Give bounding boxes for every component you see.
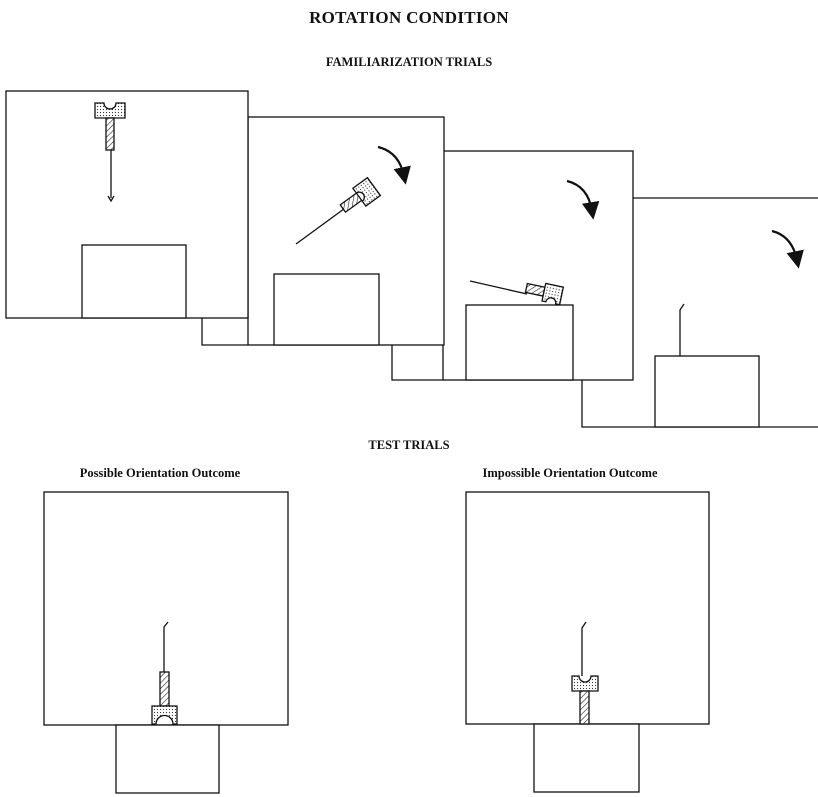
pin (679, 303, 685, 356)
test-trials-heading: TEST TRIALS (368, 438, 450, 452)
diagram-title: ROTATION CONDITION (309, 8, 509, 27)
pin (295, 205, 349, 245)
impossible-outcome-label: Impossible Orientation Outcome (482, 466, 658, 480)
familiarization-frame-4 (581, 197, 818, 428)
block (533, 723, 640, 793)
block (81, 244, 187, 319)
pin (469, 280, 528, 295)
rotating-object (571, 675, 599, 725)
pin (163, 621, 169, 672)
block (273, 273, 380, 346)
block (115, 724, 220, 794)
familiarization-heading: FAMILIARIZATION TRIALS (325, 55, 493, 69)
rotating-object (151, 671, 178, 725)
possible-outcome-label: Possible Orientation Outcome (79, 466, 241, 480)
rotating-object (339, 176, 382, 214)
test-impossible-frame (465, 491, 710, 793)
familiarization-frame-1 (5, 90, 249, 319)
test-possible-frame (43, 491, 289, 794)
pin (581, 621, 587, 676)
rotation-arrow-icon (566, 179, 600, 220)
block (465, 304, 574, 381)
block (654, 355, 760, 428)
rotating-object (94, 102, 126, 151)
rotation-arrow-icon (771, 229, 804, 269)
familiarization-frame-3 (391, 150, 634, 381)
familiarization-frame-2 (201, 116, 445, 346)
rotation-arrow-icon (377, 145, 411, 185)
rotating-object (524, 282, 565, 306)
